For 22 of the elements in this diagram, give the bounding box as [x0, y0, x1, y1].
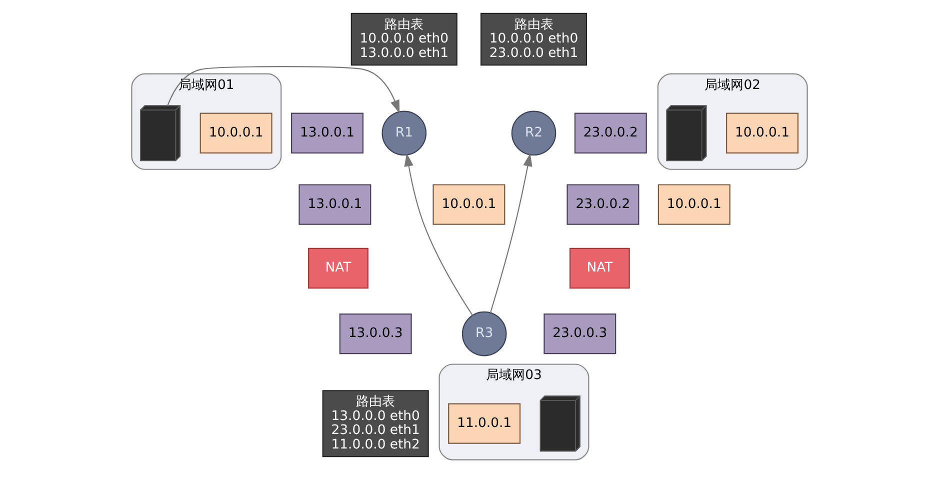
node-box: 路由表 10.0.0.0 eth0 13.0.0.0 eth1 — [350, 12, 458, 66]
node-circle: R3 — [462, 310, 507, 356]
node-box: 10.0.0.1 — [658, 184, 730, 224]
node-box: 10.0.0.1 — [726, 112, 798, 153]
node-box: 13.0.0.3 — [339, 313, 412, 354]
arrow — [404, 152, 474, 316]
arrow — [490, 152, 532, 312]
node-box: 路由表 10.0.0.0 eth0 23.0.0.0 eth1 — [480, 12, 588, 66]
node-box: 路由表 13.0.0.0 eth0 23.0.0.0 eth1 11.0.0.0 eth2 — [322, 390, 429, 457]
node-box: 23.0.0.2 — [574, 112, 647, 153]
arrow — [167, 66, 400, 113]
node-circle: R2 — [511, 110, 556, 156]
node-circle: R1 — [382, 110, 427, 156]
node-box: 13.0.0.1 — [291, 112, 364, 153]
node-box: 23.0.0.2 — [566, 184, 640, 224]
node-box: NAT — [569, 247, 630, 288]
node-box: 10.0.0.1 — [200, 112, 272, 153]
node-box: 23.0.0.3 — [544, 313, 616, 354]
node-box: NAT — [308, 247, 368, 288]
node-box: 11.0.0.1 — [448, 402, 521, 444]
node-box: 13.0.0.1 — [298, 184, 372, 224]
node-box: 10.0.0.1 — [432, 184, 506, 224]
